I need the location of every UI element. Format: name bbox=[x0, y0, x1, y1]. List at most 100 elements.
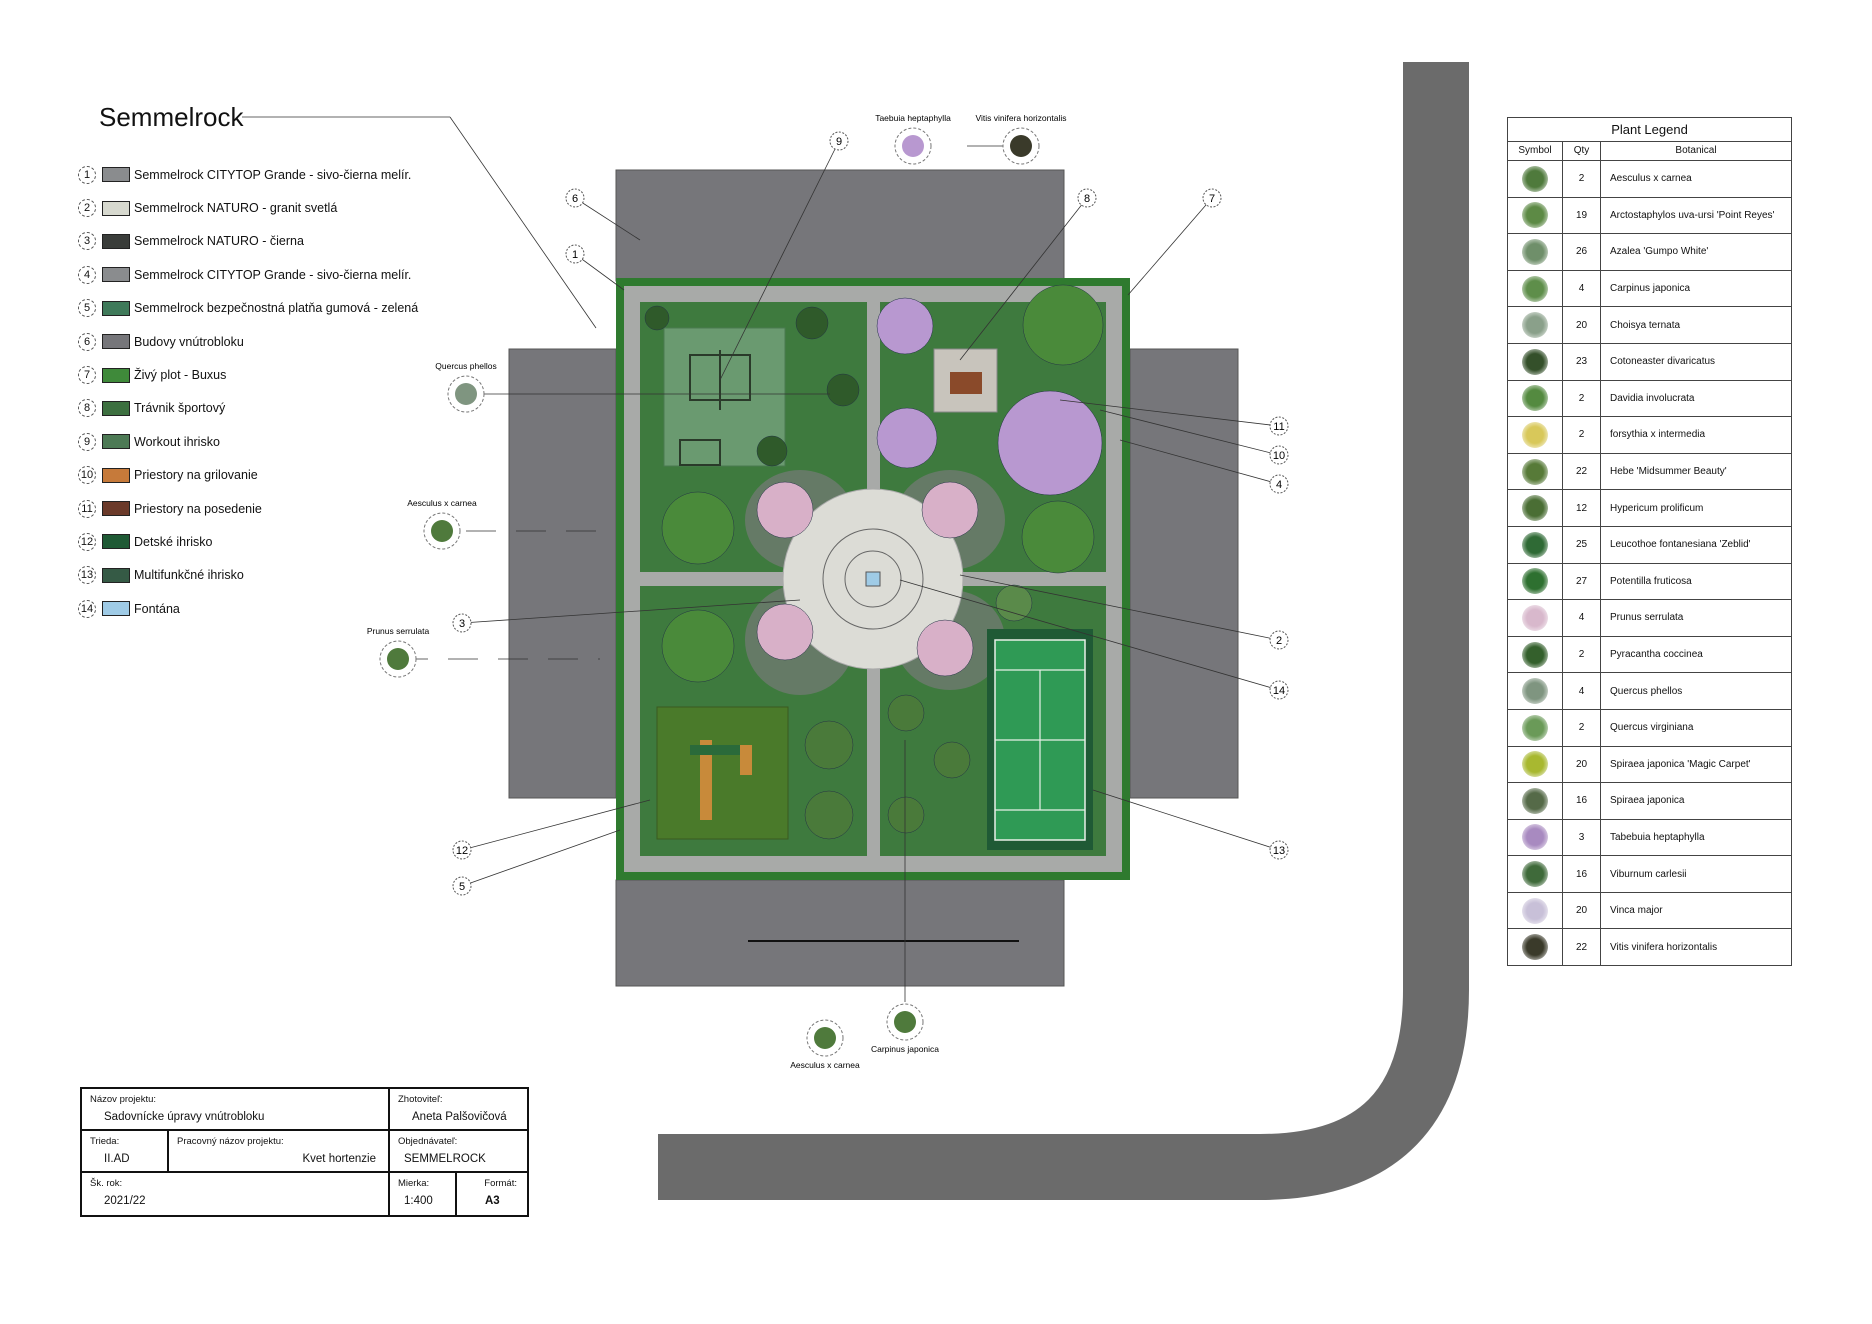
plant-symbol-icon bbox=[1522, 458, 1548, 485]
tree-icon bbox=[894, 1011, 916, 1033]
plant-symbol-icon bbox=[1522, 495, 1548, 522]
plant-botanical: Aesculus x carnea bbox=[1610, 173, 1692, 185]
callout-number: 11 bbox=[1273, 421, 1284, 433]
plant-symbol-icon bbox=[1522, 897, 1548, 924]
plant-symbol-icon bbox=[1522, 421, 1548, 448]
title-block: Názov projektu: Sadovnícke úpravy vnútro… bbox=[80, 1087, 529, 1217]
plant-symbol-icon bbox=[1522, 385, 1548, 412]
plant-botanical: Tabebuia heptaphylla bbox=[1610, 831, 1705, 843]
plant-qty: 2 bbox=[1563, 380, 1601, 417]
tree-icon bbox=[756, 603, 814, 661]
plant-botanical: Prunus serrulata bbox=[1610, 612, 1684, 624]
plant-botanical: Arctostaphylos uva-ursi 'Point Reyes' bbox=[1610, 209, 1775, 221]
tree-icon bbox=[1022, 284, 1104, 366]
plant-symbol-icon bbox=[1522, 751, 1548, 778]
callout-number: 13 bbox=[1273, 845, 1285, 857]
plant-symbol-icon bbox=[1522, 641, 1548, 668]
tree-icon bbox=[795, 306, 829, 340]
callout-number: 8 bbox=[1084, 193, 1090, 205]
road bbox=[658, 62, 1469, 1200]
fountain bbox=[865, 571, 881, 587]
tree-icon bbox=[916, 619, 974, 677]
plant-botanical: Choisya ternata bbox=[1610, 319, 1681, 331]
callout-number: 1 bbox=[572, 249, 578, 261]
legend-item: 3 Semmelrock NATURO - čierna bbox=[78, 225, 418, 258]
callout-circle bbox=[1269, 445, 1289, 465]
plant-symbol-icon bbox=[1522, 787, 1548, 814]
plant-botanical: Davidia involucrata bbox=[1610, 392, 1695, 404]
callout-number: 9 bbox=[836, 136, 842, 148]
playground bbox=[656, 706, 789, 840]
legend-number: 3 bbox=[78, 232, 96, 251]
tree-icon bbox=[455, 383, 477, 405]
tree-icon bbox=[887, 694, 925, 732]
tree-icon bbox=[814, 1027, 836, 1049]
class-label: Trieda: bbox=[90, 1136, 120, 1147]
plant-botanical: Potentilla fruticosa bbox=[1610, 575, 1692, 587]
year-label: Šk. rok: bbox=[90, 1178, 123, 1189]
plant-botanical: Quercus phellos bbox=[1610, 685, 1683, 697]
callout-number: 2 bbox=[1276, 635, 1282, 647]
legend-label: Priestory na grilovanie bbox=[134, 468, 258, 483]
callout-circle bbox=[565, 188, 585, 208]
callout-circle bbox=[452, 840, 472, 860]
callout-number: 14 bbox=[1273, 685, 1285, 697]
legend-label: Semmelrock NATURO - čierna bbox=[134, 234, 304, 249]
header-symbol: Symbol bbox=[1508, 142, 1563, 160]
tree-icon bbox=[902, 135, 924, 157]
legend-label: Multifunkčné ihrisko bbox=[134, 568, 244, 583]
plant-qty: 4 bbox=[1563, 673, 1601, 709]
legend-label: Fontána bbox=[134, 601, 180, 616]
tree-icon bbox=[387, 648, 409, 670]
plant-botanical: Vinca major bbox=[1610, 905, 1663, 917]
scale-label: Mierka: bbox=[398, 1178, 430, 1189]
plant-legend-title: Plant Legend bbox=[1508, 118, 1791, 142]
project-label: Názov projektu: bbox=[90, 1094, 157, 1105]
plant-qty: 16 bbox=[1563, 783, 1601, 819]
callout-number: 3 bbox=[459, 618, 465, 630]
plant-botanical: forsythia x intermedia bbox=[1610, 429, 1706, 441]
tree-icon bbox=[661, 491, 735, 565]
plant-label: Aesculus x carnea bbox=[790, 1060, 860, 1070]
tree-icon bbox=[887, 796, 925, 834]
plant-botanical: Spiraea japonica 'Magic Carpet' bbox=[1610, 758, 1751, 770]
plant-qty: 25 bbox=[1563, 526, 1601, 563]
tree-icon bbox=[431, 520, 453, 542]
callout-circle bbox=[452, 613, 472, 633]
plant-qty: 12 bbox=[1563, 490, 1601, 526]
legend-label: Budovy vnútrobloku bbox=[134, 334, 244, 349]
plant-label: Carpinus japonica bbox=[871, 1044, 939, 1054]
legend-number: 12 bbox=[78, 532, 96, 551]
plant-botanical: Viburnum carlesii bbox=[1610, 868, 1687, 880]
material-swatch bbox=[102, 200, 130, 216]
legend-number: 4 bbox=[78, 265, 96, 284]
callout-circle bbox=[1269, 630, 1289, 650]
tree-icon bbox=[644, 305, 670, 331]
plant-row: 2 Davidia involucrata bbox=[1508, 380, 1791, 418]
callout-number: 12 bbox=[456, 845, 468, 857]
tree-icon bbox=[804, 790, 854, 840]
callout-circle bbox=[829, 131, 849, 151]
plant-botanical: Vitis vinifera horizontalis bbox=[1610, 941, 1718, 953]
plant-symbol-icon bbox=[1522, 714, 1548, 741]
plant-qty: 19 bbox=[1563, 197, 1601, 234]
plant-label: Quercus phellos bbox=[435, 361, 496, 371]
plant-qty: 2 bbox=[1563, 636, 1601, 673]
plant-botanical: Azalea 'Gumpo White' bbox=[1610, 246, 1709, 258]
plant-botanical: Quercus virginiana bbox=[1610, 722, 1694, 734]
